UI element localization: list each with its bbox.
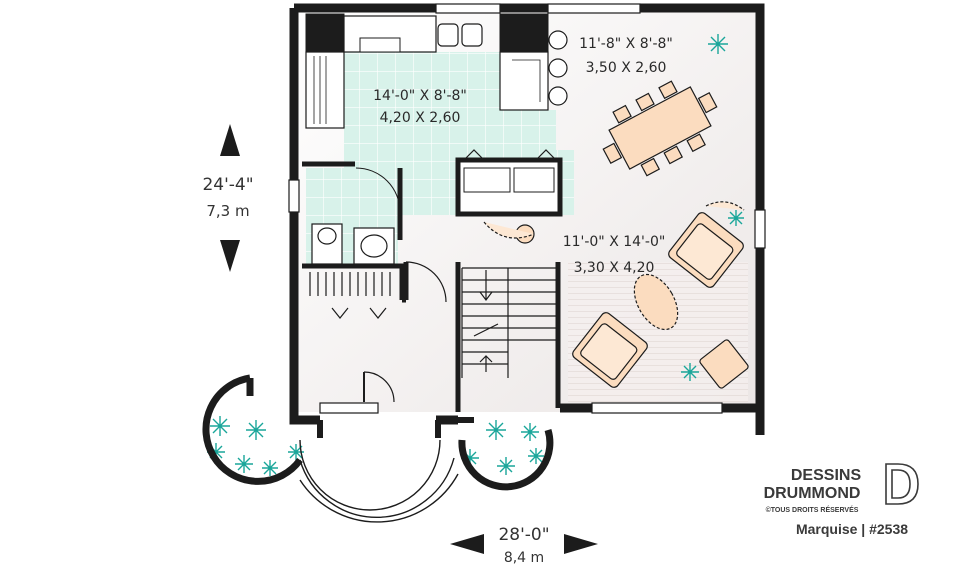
plan-caption: Marquise | #2538 (796, 521, 908, 537)
kitchen-dimensions-metric: 4,20 X 2,60 (380, 110, 461, 126)
interior-walls (302, 161, 561, 412)
exterior-walls (289, 3, 765, 435)
bar-stools (548, 30, 568, 106)
width-imperial-label: 28'-0" (498, 525, 549, 545)
arrow-right-icon (564, 534, 598, 554)
width-dimension: 28'-0" 8,4 m (450, 525, 598, 566)
brand-line2: DRUMMOND (764, 485, 861, 502)
height-metric-label: 7,3 m (206, 202, 249, 220)
width-metric-label: 8,4 m (504, 550, 544, 566)
living-furniture (483, 201, 749, 389)
dining-dimensions-imperial: 11'-8" X 8'-8" (579, 36, 673, 52)
living-dimensions-imperial: 11'-0" X 14'-0" (563, 234, 666, 250)
arrow-left-icon (450, 534, 484, 554)
living-dimensions-metric: 3,30 X 4,20 (574, 260, 655, 276)
kitchen-dimensions-imperial: 14'-0" X 8'-8" (373, 88, 467, 104)
bathroom-fixtures (311, 167, 401, 265)
height-imperial-label: 24'-4" (202, 175, 253, 195)
plants (207, 34, 744, 476)
arrow-up-icon (220, 124, 240, 156)
kitchen-counters (305, 13, 549, 129)
brand-rights: ©TOUS DROITS RÉSERVÉS (766, 505, 859, 514)
height-dimension: 24'-4" 7,3 m (202, 124, 254, 272)
closet (309, 261, 447, 403)
arrow-down-icon (220, 240, 240, 272)
entry-steps (202, 374, 554, 523)
kitchen-island (455, 149, 563, 217)
dining-table (602, 80, 718, 177)
brand-line1: DESSINS (791, 467, 862, 484)
dining-dimensions-metric: 3,50 X 2,60 (586, 60, 667, 76)
staircase (461, 267, 556, 378)
brand-logo: DESSINS DRUMMOND ©TOUS DROITS RÉSERVÉS M… (764, 463, 919, 537)
d-monogram-icon (885, 463, 919, 505)
windows (288, 3, 766, 414)
